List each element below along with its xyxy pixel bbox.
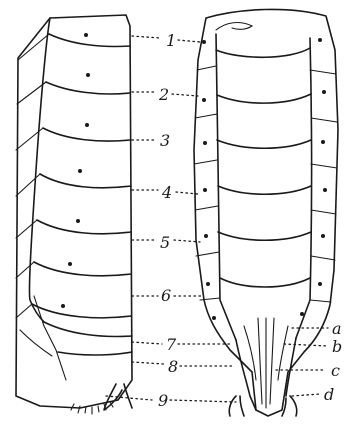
side-division-right [311, 256, 335, 260]
spiracle-dot [300, 312, 304, 316]
appendage-right [286, 338, 296, 396]
central-process [258, 318, 274, 408]
segment-label-2: 2 [158, 85, 169, 104]
appendage-label-b: b [332, 337, 342, 356]
segment-label-5: 5 [160, 233, 170, 252]
lateral-side-division [16, 174, 40, 196]
spiracle-dot [76, 219, 80, 223]
ventral-segment-edge [218, 232, 311, 240]
appendage-label-c: c [331, 361, 340, 380]
side-division-right [311, 118, 337, 122]
leader-line-1-right [178, 40, 200, 42]
segment-labels: 1 2 3 4 5 6 7 8 9 [158, 31, 178, 410]
lateral-tail-plate [34, 296, 66, 380]
leader-line-2-right [172, 94, 198, 96]
side-division-right [311, 164, 337, 168]
leader-line-d [292, 394, 320, 396]
side-division-left [195, 206, 218, 210]
lateral-segment-edge [34, 262, 131, 276]
spiracle-dot [68, 262, 72, 266]
spiracle-dot [206, 282, 210, 286]
spiracle-dot [203, 188, 207, 192]
lateral-cercus [124, 384, 132, 408]
segment-label-9: 9 [158, 391, 168, 410]
segment-label-3: 3 [160, 131, 170, 150]
side-division-left [197, 66, 216, 70]
lateral-segment-edge [37, 220, 131, 234]
lateral-side-division [16, 220, 37, 238]
side-division-right [311, 210, 336, 214]
spiracle-dot [85, 123, 89, 127]
appendage-inner [244, 326, 256, 380]
spiracle-dot [321, 234, 325, 238]
spiracle-dot [204, 234, 208, 238]
ventral-cercus-left [229, 396, 244, 416]
ventral-segment-edge [217, 140, 311, 148]
spiracle-dot [203, 141, 207, 145]
leader-line-7 [132, 342, 162, 344]
side-division-right [310, 300, 331, 302]
lateral-segment-edge [49, 34, 130, 47]
ventral-segment-edge [218, 186, 311, 194]
ventral-segment-edge [216, 48, 310, 57]
spiracle-dot [318, 38, 322, 42]
ventral-segment-edge [220, 278, 310, 287]
spiracle-dot [84, 33, 88, 37]
lateral-side-division [16, 262, 34, 278]
spiracle-dot [318, 282, 322, 286]
spiracle-dot [321, 140, 325, 144]
segment-label-1: 1 [166, 31, 176, 50]
ventral-view [194, 9, 338, 416]
side-division-left [194, 160, 217, 164]
side-division-right [310, 70, 336, 74]
lateral-segment-edge [44, 322, 132, 336]
spiracle-dot [202, 98, 206, 102]
lateral-spine [29, 18, 50, 322]
lateral-segment-edge [32, 304, 131, 318]
segment-label-6: 6 [161, 286, 171, 305]
lateral-segment-edge [43, 128, 130, 141]
spiracle-dot [61, 304, 65, 308]
lateral-side-division [16, 304, 32, 318]
spiracle-dot [202, 40, 206, 44]
lateral-side-division [16, 128, 43, 150]
leader-line-b [284, 344, 328, 346]
appendage-label-d: d [324, 385, 334, 404]
spiracle-dot [86, 73, 90, 77]
lateral-segment-edge [46, 82, 130, 94]
leader-line-9-right [170, 400, 236, 402]
appendage-inner [278, 326, 288, 380]
segment-label-7: 7 [166, 335, 177, 354]
leader-line-1 [132, 36, 160, 38]
lateral-segment-edge [40, 174, 131, 188]
appendage-labels: a b c d [324, 319, 342, 404]
leader-line-8 [132, 362, 164, 364]
side-division-left [195, 114, 217, 118]
ventral-segment-edge [217, 94, 311, 103]
segment-label-8: 8 [168, 357, 178, 376]
lateral-segment-edge [58, 352, 132, 355]
segment-label-4: 4 [161, 183, 172, 202]
spiracle-dot [78, 169, 82, 173]
spiracle-dot [322, 90, 326, 94]
appendage-label-a: a [332, 319, 342, 338]
spiracle-dot [323, 188, 327, 192]
lateral-view [16, 15, 132, 414]
top-scribble [216, 23, 252, 30]
lateral-tail-plate [20, 330, 52, 356]
side-division-left [196, 252, 219, 256]
spiracle-dot [212, 316, 216, 320]
